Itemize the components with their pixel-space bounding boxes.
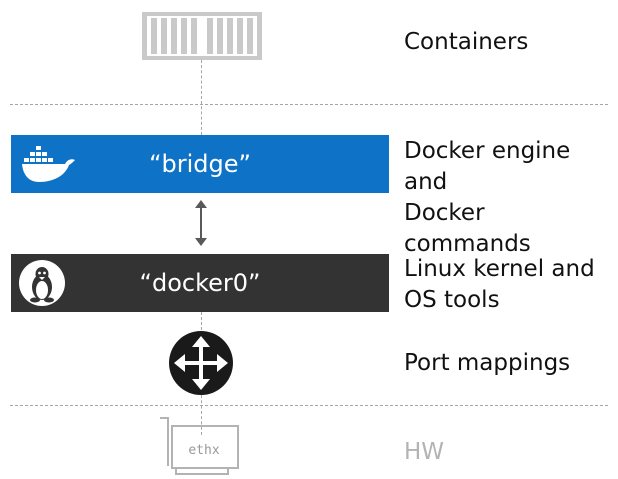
network-card-icon: ethx xyxy=(160,417,239,475)
shipping-container-icon xyxy=(142,12,262,60)
bidirectional-arrow-icon xyxy=(195,200,207,246)
ports-layer-label: Port mappings xyxy=(404,350,571,376)
docker0-label: “docker0” xyxy=(139,269,261,297)
containers-layer-label: Containers xyxy=(404,29,529,55)
connector-line xyxy=(201,312,202,330)
connector-line xyxy=(201,60,202,135)
engine-layer-label: Docker engine and Docker commands xyxy=(404,138,571,257)
docker-whale-icon xyxy=(22,146,75,182)
docker0-bridge-bar: “docker0” xyxy=(11,254,389,312)
separator-top xyxy=(10,104,608,105)
linux-tux-icon xyxy=(19,260,65,306)
router-arrows-icon xyxy=(169,331,233,395)
separator-bottom xyxy=(10,405,608,406)
nic-label: ethx xyxy=(188,443,219,458)
bridge-label: “bridge” xyxy=(149,150,251,178)
kernel-layer-label: Linux kernel and OS tools xyxy=(404,256,595,313)
bridge-network-bar: “bridge” xyxy=(11,135,389,193)
hw-layer-label: HW xyxy=(404,439,445,465)
connector-line xyxy=(201,395,202,435)
